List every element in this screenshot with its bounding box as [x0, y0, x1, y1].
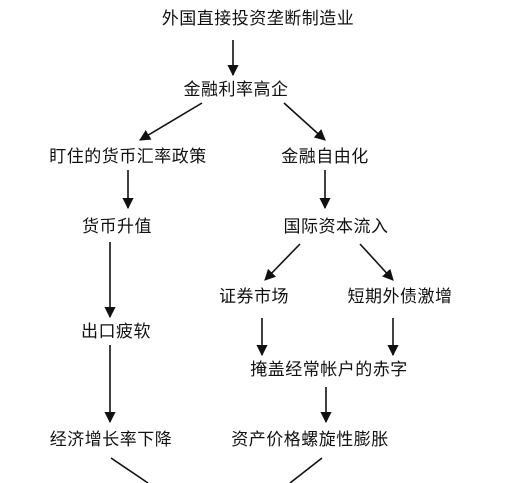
node-export-weakness: 出口疲软 [81, 322, 151, 342]
node-asset-price-bubble: 资产价格螺旋性膨胀 [231, 430, 389, 450]
node-short-term-debt-surge: 短期外债激增 [347, 287, 453, 307]
node-financial-liberalization: 金融自由化 [281, 147, 369, 167]
connector-n11-down [110, 457, 149, 483]
node-securities-market: 证券市场 [219, 287, 289, 307]
connector-n12-down [289, 457, 323, 483]
node-foreign-direct-investment: 外国直接投资垄断制造业 [161, 9, 355, 29]
node-growth-decline: 经济增长率下降 [49, 430, 173, 450]
arrow-n6-to-n7 [264, 243, 301, 281]
node-currency-appreciation: 货币升值 [82, 217, 152, 237]
arrow-n6-to-n8 [359, 243, 394, 281]
node-current-account-deficit: 掩盖经常帐户的赤字 [250, 360, 408, 380]
node-capital-inflow: 国际资本流入 [283, 217, 389, 237]
arrow-n2-to-n4 [283, 102, 326, 141]
node-pegged-exchange-rate-policy: 盯住的货币汇率政策 [49, 147, 207, 167]
node-high-interest-rate: 金融利率高企 [183, 80, 289, 100]
arrow-n2-to-n3 [139, 102, 203, 141]
